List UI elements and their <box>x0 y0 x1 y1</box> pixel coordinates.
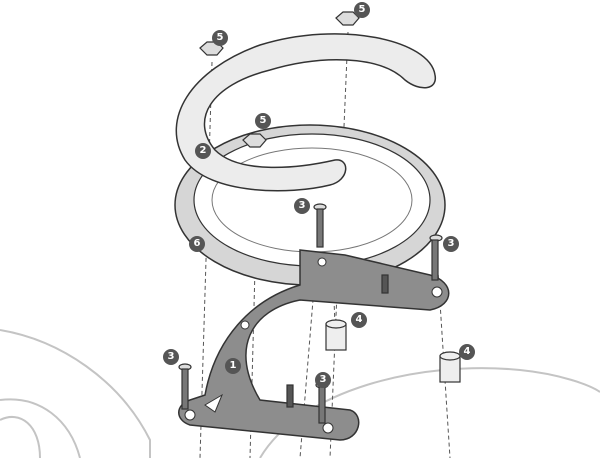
callout-nut-right: 5 <box>354 2 370 18</box>
tank-outline <box>0 329 600 458</box>
callout-nut-left: 5 <box>212 30 228 46</box>
callout-screw-bottom-left: 3 <box>163 349 179 365</box>
callout-flat-plate: 2 <box>195 143 211 159</box>
callout-bracket: 1 <box>225 358 241 374</box>
callout-ring: 6 <box>189 236 205 252</box>
bracket-holes <box>184 257 443 434</box>
callout-spacer-center: 4 <box>351 312 367 328</box>
callout-screw-right: 3 <box>443 236 459 252</box>
callout-screw-top: 3 <box>294 198 310 214</box>
callout-spacer-right: 4 <box>459 344 475 360</box>
flat-plate <box>175 33 436 192</box>
callout-nut-center: 5 <box>255 113 271 129</box>
screws <box>178 203 443 424</box>
spacers <box>325 319 461 383</box>
callout-screw-bottom: 3 <box>315 372 331 388</box>
mounting-bracket <box>178 249 450 441</box>
